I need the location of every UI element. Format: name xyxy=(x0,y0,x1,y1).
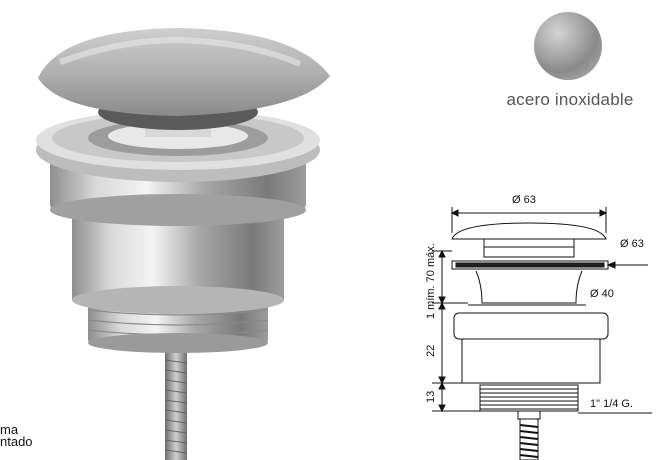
technical-drawing: Ø 63 Ø 63 Ø 40 1 mím. 70 máx. 22 13 1" 1… xyxy=(425,194,652,460)
thread-height-label: 13 xyxy=(425,391,437,403)
side-diameter-label: Ø 63 xyxy=(620,238,644,250)
caption-line-2: ntado xyxy=(0,434,33,449)
material-swatch xyxy=(534,12,602,80)
body-height-label: 22 xyxy=(425,345,437,357)
caption-line-1: ma xyxy=(0,422,19,437)
top-diameter-label: Ø 63 xyxy=(512,194,536,206)
material-label: acero inoxidable xyxy=(506,90,634,109)
threaded-rod xyxy=(164,330,188,460)
thread-spec-label: 1" 1/4 G. xyxy=(590,398,633,410)
height-range-label: 1 mím. 70 máx. xyxy=(425,243,437,319)
body-diameter-label: Ø 40 xyxy=(590,288,614,300)
caption-text: ma ntado xyxy=(0,422,33,449)
product-photo xyxy=(36,28,330,460)
